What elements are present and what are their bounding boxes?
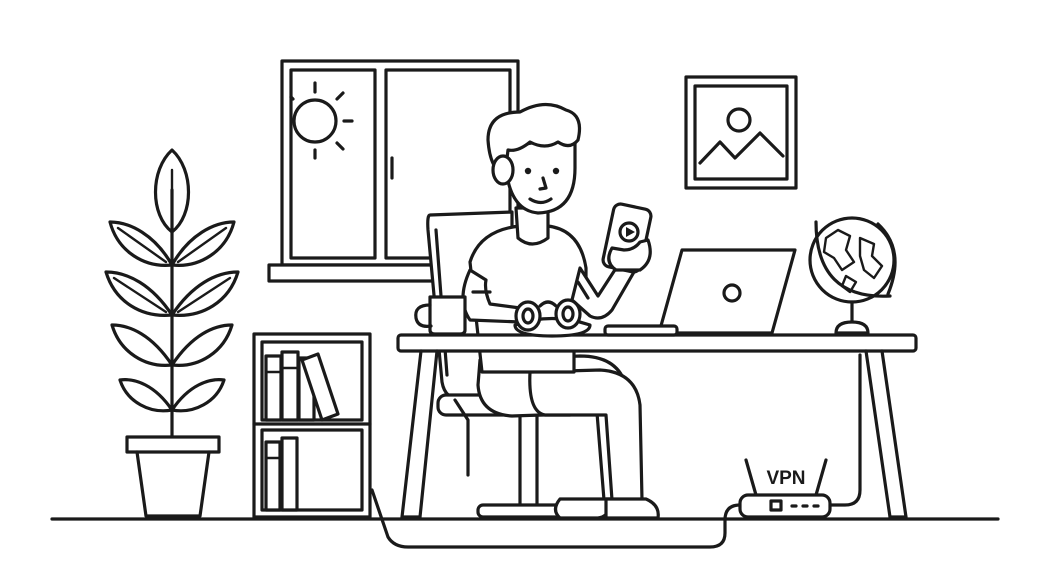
sun-icon bbox=[289, 81, 354, 160]
globe bbox=[808, 216, 897, 335]
desk bbox=[396, 333, 918, 519]
coffee-mug bbox=[414, 295, 467, 336]
headphones bbox=[513, 298, 592, 338]
vpn-router: VPN bbox=[738, 458, 832, 519]
bookshelf bbox=[252, 332, 372, 519]
laptop bbox=[603, 248, 797, 337]
vpn-label: VPN bbox=[766, 468, 805, 489]
picture-frame bbox=[684, 75, 798, 190]
potted-plant bbox=[104, 148, 240, 518]
router-cable bbox=[370, 353, 862, 549]
